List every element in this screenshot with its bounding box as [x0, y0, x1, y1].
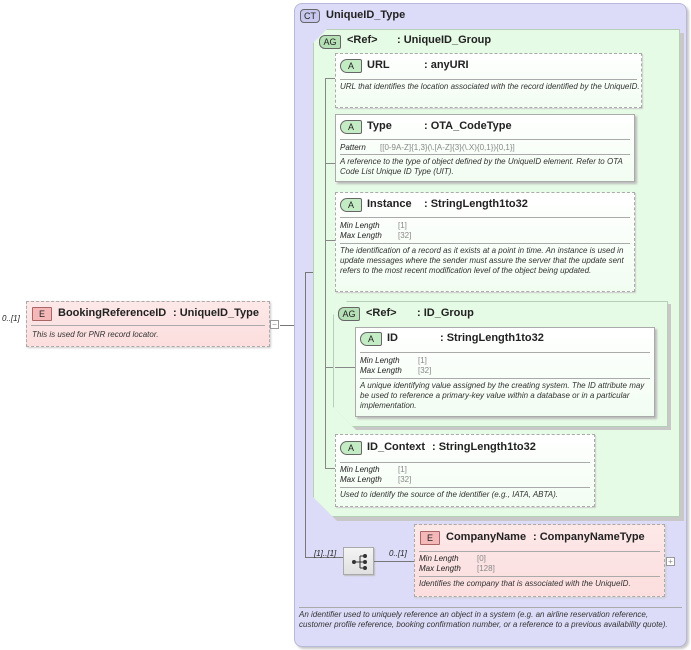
- pattern-value: [[0-9A-Z]{1,3}(\.[A-Z]{3}(\.X){0,1}){0,1…: [380, 143, 515, 152]
- expand-toggle-icon[interactable]: +: [666, 557, 675, 566]
- attribute-instance[interactable]: A Instance : StringLength1to32 Min Lengt…: [335, 192, 635, 292]
- min-length-label: Min Length: [340, 465, 380, 474]
- min-length-label: Min Length: [340, 221, 380, 230]
- max-length-value: [32]: [398, 475, 412, 484]
- min-length-value: [1]: [418, 356, 427, 365]
- company-name-element[interactable]: E CompanyName : CompanyNameType Min Leng…: [414, 524, 665, 597]
- attribute-badge-icon: A: [340, 59, 362, 73]
- attribute-url[interactable]: A URL : anyURI URL that identifies the l…: [335, 53, 642, 108]
- sequence-compositor[interactable]: [343, 547, 374, 575]
- attribute-name: Instance: [367, 198, 412, 210]
- min-length-label: Min Length: [419, 554, 459, 563]
- max-length-label: Max Length: [360, 366, 402, 375]
- booking-reference-id-element[interactable]: E BookingReferenceID : UniqueID_Type Thi…: [26, 301, 270, 347]
- min-length-value: [0]: [477, 554, 486, 563]
- attribute-type: : StringLength1to32: [440, 332, 544, 344]
- complex-type-badge-icon: CT: [300, 9, 320, 23]
- attribute-type: : OTA_CodeType: [424, 120, 512, 132]
- attribute-type: : anyURI: [424, 59, 469, 71]
- collapse-toggle-icon[interactable]: −: [270, 320, 279, 329]
- pattern-label: Pattern: [340, 143, 366, 152]
- attribute-type: : StringLength1to32: [424, 198, 528, 210]
- attribute-badge-icon: A: [360, 332, 382, 346]
- element-description: Identifies the company that is associate…: [419, 579, 631, 588]
- attribute-name: URL: [367, 59, 390, 71]
- min-length-label: Min Length: [360, 356, 400, 365]
- attribute-id[interactable]: A ID : StringLength1to32 Min Length [1] …: [355, 327, 655, 417]
- element-type: : UniqueID_Type: [173, 307, 259, 319]
- element-badge-icon: E: [32, 307, 52, 321]
- sequence-multiplicity: [1]..[1]: [314, 549, 337, 558]
- attribute-type: : StringLength1to32: [432, 441, 536, 453]
- max-length-label: Max Length: [340, 475, 382, 484]
- attribute-description: A reference to the type of object define…: [340, 157, 623, 176]
- element-name: BookingReferenceID: [58, 307, 167, 319]
- attribute-badge-icon: A: [340, 441, 362, 455]
- element-type: : CompanyNameType: [533, 531, 645, 543]
- attribute-name: ID_Context: [367, 441, 426, 453]
- max-length-value: [128]: [477, 564, 495, 573]
- element-badge-icon: E: [420, 531, 440, 545]
- attribute-group-badge-icon: AG: [338, 307, 360, 321]
- attribute-description: Used to identify the source of the ident…: [340, 490, 559, 499]
- attribute-group-ref: <Ref>: [347, 34, 378, 46]
- attribute-id-context[interactable]: A ID_Context : StringLength1to32 Min Len…: [335, 434, 595, 507]
- attribute-group-type: : ID_Group: [417, 307, 474, 319]
- attribute-group-type: : UniqueID_Group: [397, 34, 492, 46]
- attribute-badge-icon: A: [340, 120, 362, 134]
- complex-type-name: UniqueID_Type: [326, 9, 406, 21]
- max-length-label: Max Length: [340, 231, 382, 240]
- complex-type-description: An identifier used to uniquely reference…: [299, 610, 668, 629]
- element-name: CompanyName: [446, 531, 527, 543]
- company-name-multiplicity: 0..[1]: [389, 549, 407, 558]
- attribute-group-badge-icon: AG: [319, 35, 341, 49]
- attribute-badge-icon: A: [340, 198, 362, 212]
- element-description: This is used for PNR record locator.: [32, 330, 159, 339]
- min-length-value: [1]: [398, 465, 407, 474]
- attribute-group-ref: <Ref>: [366, 307, 397, 319]
- max-length-label: Max Length: [419, 564, 461, 573]
- root-multiplicity: 0..[1]: [2, 314, 20, 323]
- sequence-icon: [352, 554, 367, 570]
- attribute-description: URL that identifies the location associa…: [340, 82, 640, 91]
- max-length-value: [32]: [418, 366, 432, 375]
- max-length-value: [32]: [398, 231, 412, 240]
- min-length-value: [1]: [398, 221, 407, 230]
- attribute-description: A unique identifying value assigned by t…: [360, 381, 645, 410]
- attribute-name: ID: [387, 332, 398, 344]
- attribute-description: The identification of a record as it exi…: [340, 246, 624, 275]
- attribute-name: Type: [367, 120, 392, 132]
- attribute-type-code[interactable]: A Type : OTA_CodeType Pattern [[0-9A-Z]{…: [335, 114, 635, 182]
